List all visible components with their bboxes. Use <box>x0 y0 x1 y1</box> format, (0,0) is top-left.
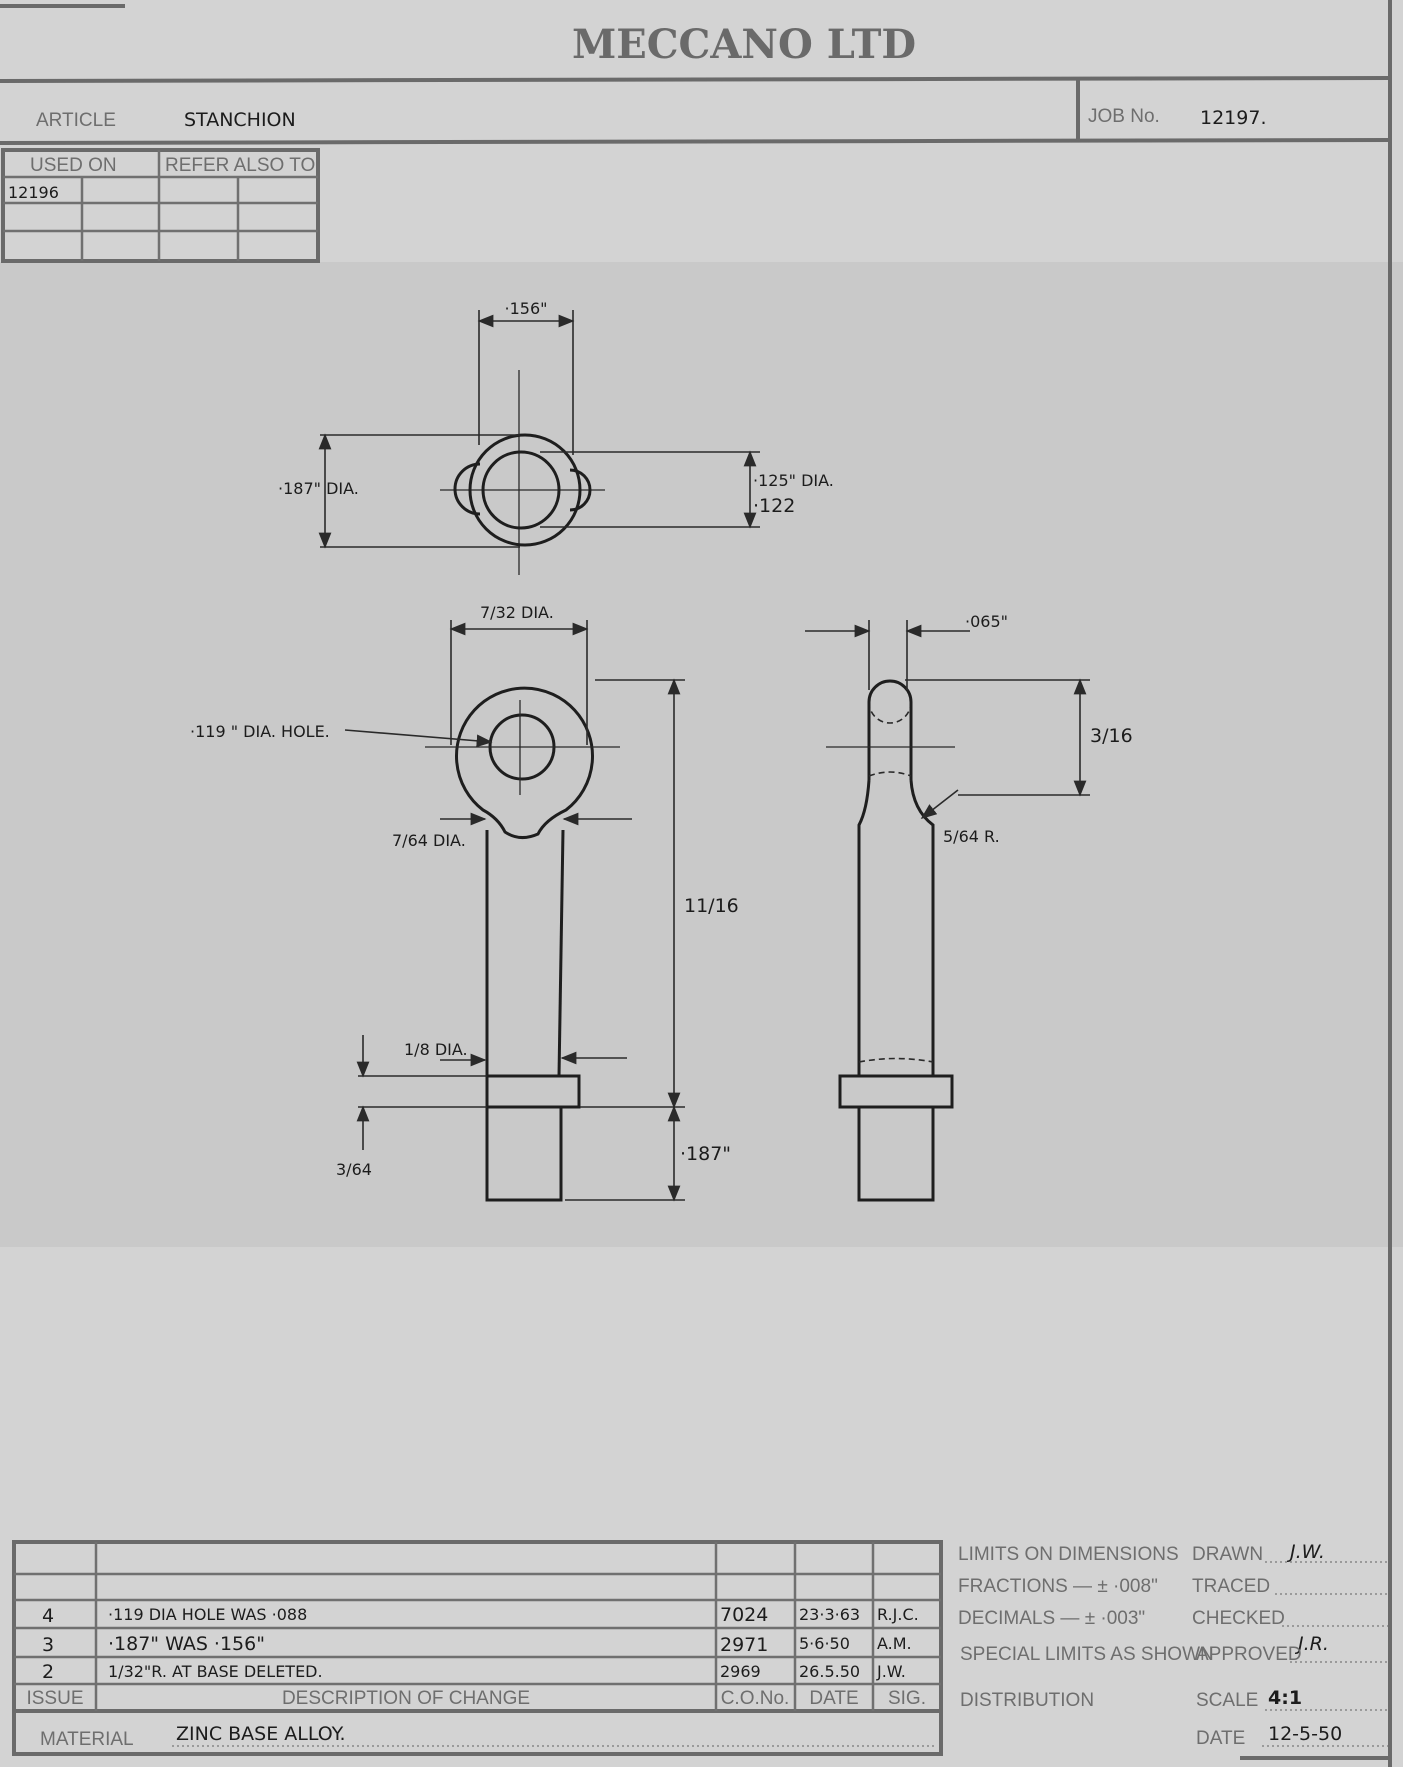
material-label: MATERIAL <box>40 1729 134 1750</box>
limits-decimals: DECIMALS — ± ·003" <box>958 1608 1145 1629</box>
dim-bore-dia-lower: ·122 <box>753 495 795 517</box>
article-label: ARTICLE <box>36 110 116 131</box>
dim-radius: 5/64 R. <box>943 827 1000 846</box>
used-on-label: USED ON <box>30 155 117 176</box>
checked-label: CHECKED <box>1192 1608 1285 1629</box>
issue: 2 <box>42 1661 54 1683</box>
date: 5·6·50 <box>799 1634 850 1653</box>
dim-collar: 3/64 <box>336 1160 372 1179</box>
issue: 3 <box>42 1634 54 1656</box>
approved-label: APPROVED <box>1196 1644 1302 1665</box>
limits-title: LIMITS ON DIMENSIONS <box>958 1544 1179 1565</box>
co-no: 2971 <box>720 1634 768 1656</box>
dim-base-length: ·187" <box>680 1143 731 1165</box>
job-number: 12197. <box>1200 107 1266 129</box>
date-label: DATE <box>1196 1728 1245 1749</box>
description: ·187" WAS ·156" <box>108 1633 265 1655</box>
traced-label: TRACED <box>1192 1576 1270 1597</box>
refer-also-label: REFER ALSO TO <box>165 155 315 176</box>
revision-row: 3 ·187" WAS ·156" 2971 5·6·50 A.M. <box>42 1633 912 1656</box>
limits-special: SPECIAL LIMITS AS SHOWN <box>960 1644 1214 1665</box>
dim-neck-dia: 7/64 DIA. <box>392 831 466 850</box>
co-no: 7024 <box>720 1604 768 1626</box>
dim-head-height: 3/16 <box>1090 725 1133 747</box>
header-description: DESCRIPTION OF CHANGE <box>282 1688 530 1709</box>
limits-fractions: FRACTIONS — ± ·008" <box>958 1576 1158 1597</box>
date-value: 12-5-50 <box>1268 1723 1342 1745</box>
header-sig: SIG. <box>888 1688 926 1709</box>
revisions-table: 4 ·119 DIA HOLE WAS ·088 7024 23·3·63 R.… <box>12 1540 943 1756</box>
sig: A.M. <box>877 1634 912 1653</box>
description: 1/32"R. AT BASE DELETED. <box>108 1662 323 1681</box>
date: 26.5.50 <box>799 1662 860 1681</box>
dim-top-dia: ·187" DIA. <box>278 479 359 498</box>
date: 23·3·63 <box>799 1605 860 1624</box>
header-co-no: C.O.No. <box>721 1688 790 1709</box>
dim-thickness: ·065" <box>965 612 1008 631</box>
dim-top-width: ·156" <box>505 299 548 318</box>
revision-row: 4 ·119 DIA HOLE WAS ·088 7024 23·3·63 R.… <box>42 1604 919 1627</box>
used-on-value: 12196 <box>8 183 59 202</box>
distribution-label: DISTRIBUTION <box>960 1690 1094 1711</box>
sig: R.J.C. <box>877 1605 919 1624</box>
material-value: ZINC BASE ALLOY. <box>176 1723 345 1745</box>
dim-bore-dia: ·125" DIA. <box>753 471 834 490</box>
revision-row: 2 1/32"R. AT BASE DELETED. 2969 26.5.50 … <box>42 1661 906 1683</box>
article-value: STANCHION <box>184 109 296 131</box>
dim-hole: ·119 " DIA. HOLE. <box>190 722 330 741</box>
side-view: ·065" 3/16 5/64 R. <box>805 612 1133 1202</box>
scale-value: 4:1 <box>1268 1687 1302 1709</box>
company-title: MECCANO LTD <box>572 21 916 68</box>
checked-signature: J.R. <box>1294 1633 1329 1655</box>
dim-shank-dia: 1/8 DIA. <box>404 1040 468 1059</box>
drawn-value: J.W. <box>1286 1541 1325 1563</box>
co-no: 2969 <box>720 1662 761 1681</box>
used-on-table: USED ON REFER ALSO TO 12196 <box>1 148 320 263</box>
scale-label: SCALE <box>1196 1690 1258 1711</box>
issue: 4 <box>42 1605 54 1627</box>
sig: J.W. <box>876 1662 906 1681</box>
header-issue: ISSUE <box>26 1688 83 1709</box>
description: ·119 DIA HOLE WAS ·088 <box>108 1605 307 1624</box>
dim-head-dia: 7/32 DIA. <box>480 603 554 622</box>
drawn-label: DRAWN <box>1192 1544 1263 1565</box>
signoff-block: DRAWN J.W. TRACED CHECKED J.R. APPROVED … <box>1192 1541 1390 1760</box>
front-view: 7/32 DIA. ·119 " DIA. HOLE. 7/64 DIA. 11… <box>190 603 739 1202</box>
drawing-area <box>0 262 1403 1247</box>
header-date: DATE <box>809 1688 858 1709</box>
limits-block: LIMITS ON DIMENSIONS FRACTIONS — ± ·008"… <box>958 1544 1214 1711</box>
top-view: ·156" ·187" DIA. ·125" DIA. ·122 <box>278 299 834 575</box>
dim-length: 11/16 <box>684 895 739 917</box>
job-label: JOB No. <box>1088 106 1160 127</box>
